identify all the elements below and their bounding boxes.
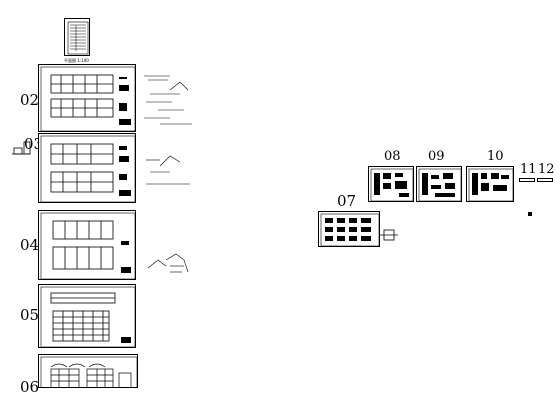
sheet-number-08: 08 xyxy=(384,149,401,164)
sheet-number-05: 05 xyxy=(20,306,40,324)
sheet-number-06: 06 xyxy=(20,378,40,396)
sheet-number-10: 10 xyxy=(487,149,504,164)
cover-caption: 平面图 1:100 xyxy=(64,58,89,63)
floor-plan-drawing-03 xyxy=(40,135,135,202)
sheet-05[interactable] xyxy=(38,284,136,348)
detail-mark xyxy=(528,212,532,216)
detail-notes-03 xyxy=(146,155,190,185)
sheet-08[interactable] xyxy=(368,166,414,202)
detail-drawing-10 xyxy=(468,168,513,201)
cover-index-sheet[interactable] xyxy=(64,18,90,56)
floor-plan-drawing-04 xyxy=(40,212,135,279)
elevation-drawing-06 xyxy=(40,356,137,387)
sheet-number-12: 12 xyxy=(538,162,555,177)
sheet-07[interactable] xyxy=(318,211,380,247)
detail-notes-04 xyxy=(147,253,189,273)
detail-notes-02 xyxy=(144,75,192,125)
section-mark-03 xyxy=(12,141,31,155)
sheet-number-09: 09 xyxy=(428,149,445,164)
sheet-04[interactable] xyxy=(38,210,136,280)
cover-index-table xyxy=(67,21,89,55)
sheet-number-11: 11 xyxy=(520,162,537,177)
detail-drawing-07 xyxy=(320,213,379,246)
sheet-10[interactable] xyxy=(466,166,514,202)
sheet-03[interactable] xyxy=(38,133,136,203)
elevation-drawing-05 xyxy=(40,286,135,347)
sheet-number-07: 07 xyxy=(337,192,357,210)
sheet-02[interactable] xyxy=(38,64,136,132)
detail-drawing-08 xyxy=(370,168,413,201)
sheet-11[interactable] xyxy=(519,178,535,182)
sheet-09[interactable] xyxy=(416,166,462,202)
detail-drawing-09 xyxy=(418,168,461,201)
sheet-12[interactable] xyxy=(537,178,553,182)
detail-symbol-07 xyxy=(380,229,398,241)
sheet-number-04: 04 xyxy=(20,236,40,254)
sheet-06[interactable] xyxy=(38,354,138,388)
floor-plan-drawing-02 xyxy=(40,66,135,131)
sheet-number-02: 02 xyxy=(20,91,40,109)
